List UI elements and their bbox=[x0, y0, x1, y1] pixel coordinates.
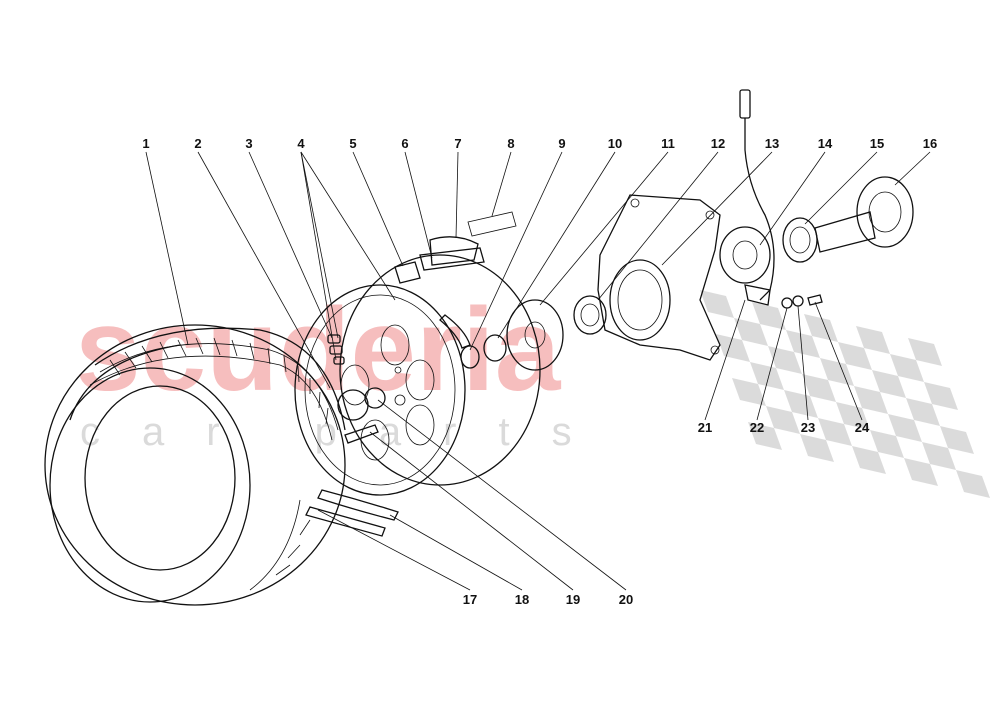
callout-10: 10 bbox=[608, 136, 622, 151]
flag-square bbox=[904, 458, 938, 486]
flag-square bbox=[786, 330, 820, 358]
flag-square bbox=[922, 442, 956, 470]
balance-weights bbox=[305, 489, 399, 537]
callout-18: 18 bbox=[515, 592, 529, 607]
flag-square bbox=[748, 422, 782, 450]
speed-sensor bbox=[739, 89, 775, 306]
flag-square bbox=[732, 378, 766, 406]
flag-square bbox=[870, 430, 904, 458]
bearing-and-axle bbox=[719, 176, 914, 284]
flag-square bbox=[888, 414, 922, 442]
flag-square bbox=[836, 402, 870, 430]
leader-lines bbox=[145, 151, 931, 591]
flag-square bbox=[890, 354, 924, 382]
callout-16: 16 bbox=[923, 136, 937, 151]
callout-6: 6 bbox=[401, 136, 408, 151]
callout-12: 12 bbox=[711, 136, 725, 151]
flag-square bbox=[700, 290, 734, 318]
flag-square bbox=[872, 370, 906, 398]
flag-square bbox=[856, 326, 890, 354]
callout-19: 19 bbox=[566, 592, 580, 607]
flag-square bbox=[924, 382, 958, 410]
flag-square bbox=[802, 374, 836, 402]
tire bbox=[44, 324, 346, 606]
callout-1: 1 bbox=[142, 136, 149, 151]
watermark-brand: scuderia bbox=[75, 284, 562, 416]
flag-square bbox=[906, 398, 940, 426]
valve-parts bbox=[327, 334, 386, 444]
checkered-flag-watermark bbox=[700, 290, 990, 498]
callout-21: 21 bbox=[698, 420, 712, 435]
flag-square bbox=[908, 338, 942, 366]
callout-2: 2 bbox=[194, 136, 201, 151]
callout-5: 5 bbox=[349, 136, 356, 151]
flag-square bbox=[838, 342, 872, 370]
callout-13: 13 bbox=[765, 136, 779, 151]
flag-square bbox=[940, 426, 974, 454]
callout-23: 23 bbox=[801, 420, 815, 435]
callout-3: 3 bbox=[245, 136, 252, 151]
flag-square bbox=[716, 334, 750, 362]
callout-24: 24 bbox=[855, 420, 870, 435]
hub-parts bbox=[460, 295, 607, 371]
flag-square bbox=[768, 346, 802, 374]
flag-square bbox=[766, 406, 800, 434]
flag-square bbox=[750, 362, 784, 390]
callout-20: 20 bbox=[619, 592, 633, 607]
callout-7: 7 bbox=[454, 136, 461, 151]
callout-17: 17 bbox=[463, 592, 477, 607]
watermark-tagline: car parts bbox=[80, 410, 614, 454]
callout-14: 14 bbox=[818, 136, 833, 151]
callout-8: 8 bbox=[507, 136, 514, 151]
callout-9: 9 bbox=[558, 136, 565, 151]
flag-square bbox=[852, 446, 886, 474]
flag-square bbox=[804, 314, 838, 342]
flag-square bbox=[800, 434, 834, 462]
callout-4: 4 bbox=[297, 136, 305, 151]
flag-square bbox=[818, 418, 852, 446]
callout-22: 22 bbox=[750, 420, 764, 435]
flag-square bbox=[734, 318, 768, 346]
flag-square bbox=[956, 470, 990, 498]
hub-carrier bbox=[597, 194, 721, 361]
flag-square bbox=[784, 390, 818, 418]
flag-square bbox=[752, 302, 786, 330]
callout-15: 15 bbox=[870, 136, 884, 151]
callout-11: 11 bbox=[661, 136, 675, 151]
fastener-parts bbox=[781, 294, 823, 309]
clip-and-weight-parts bbox=[394, 211, 517, 284]
flag-square bbox=[854, 386, 888, 414]
